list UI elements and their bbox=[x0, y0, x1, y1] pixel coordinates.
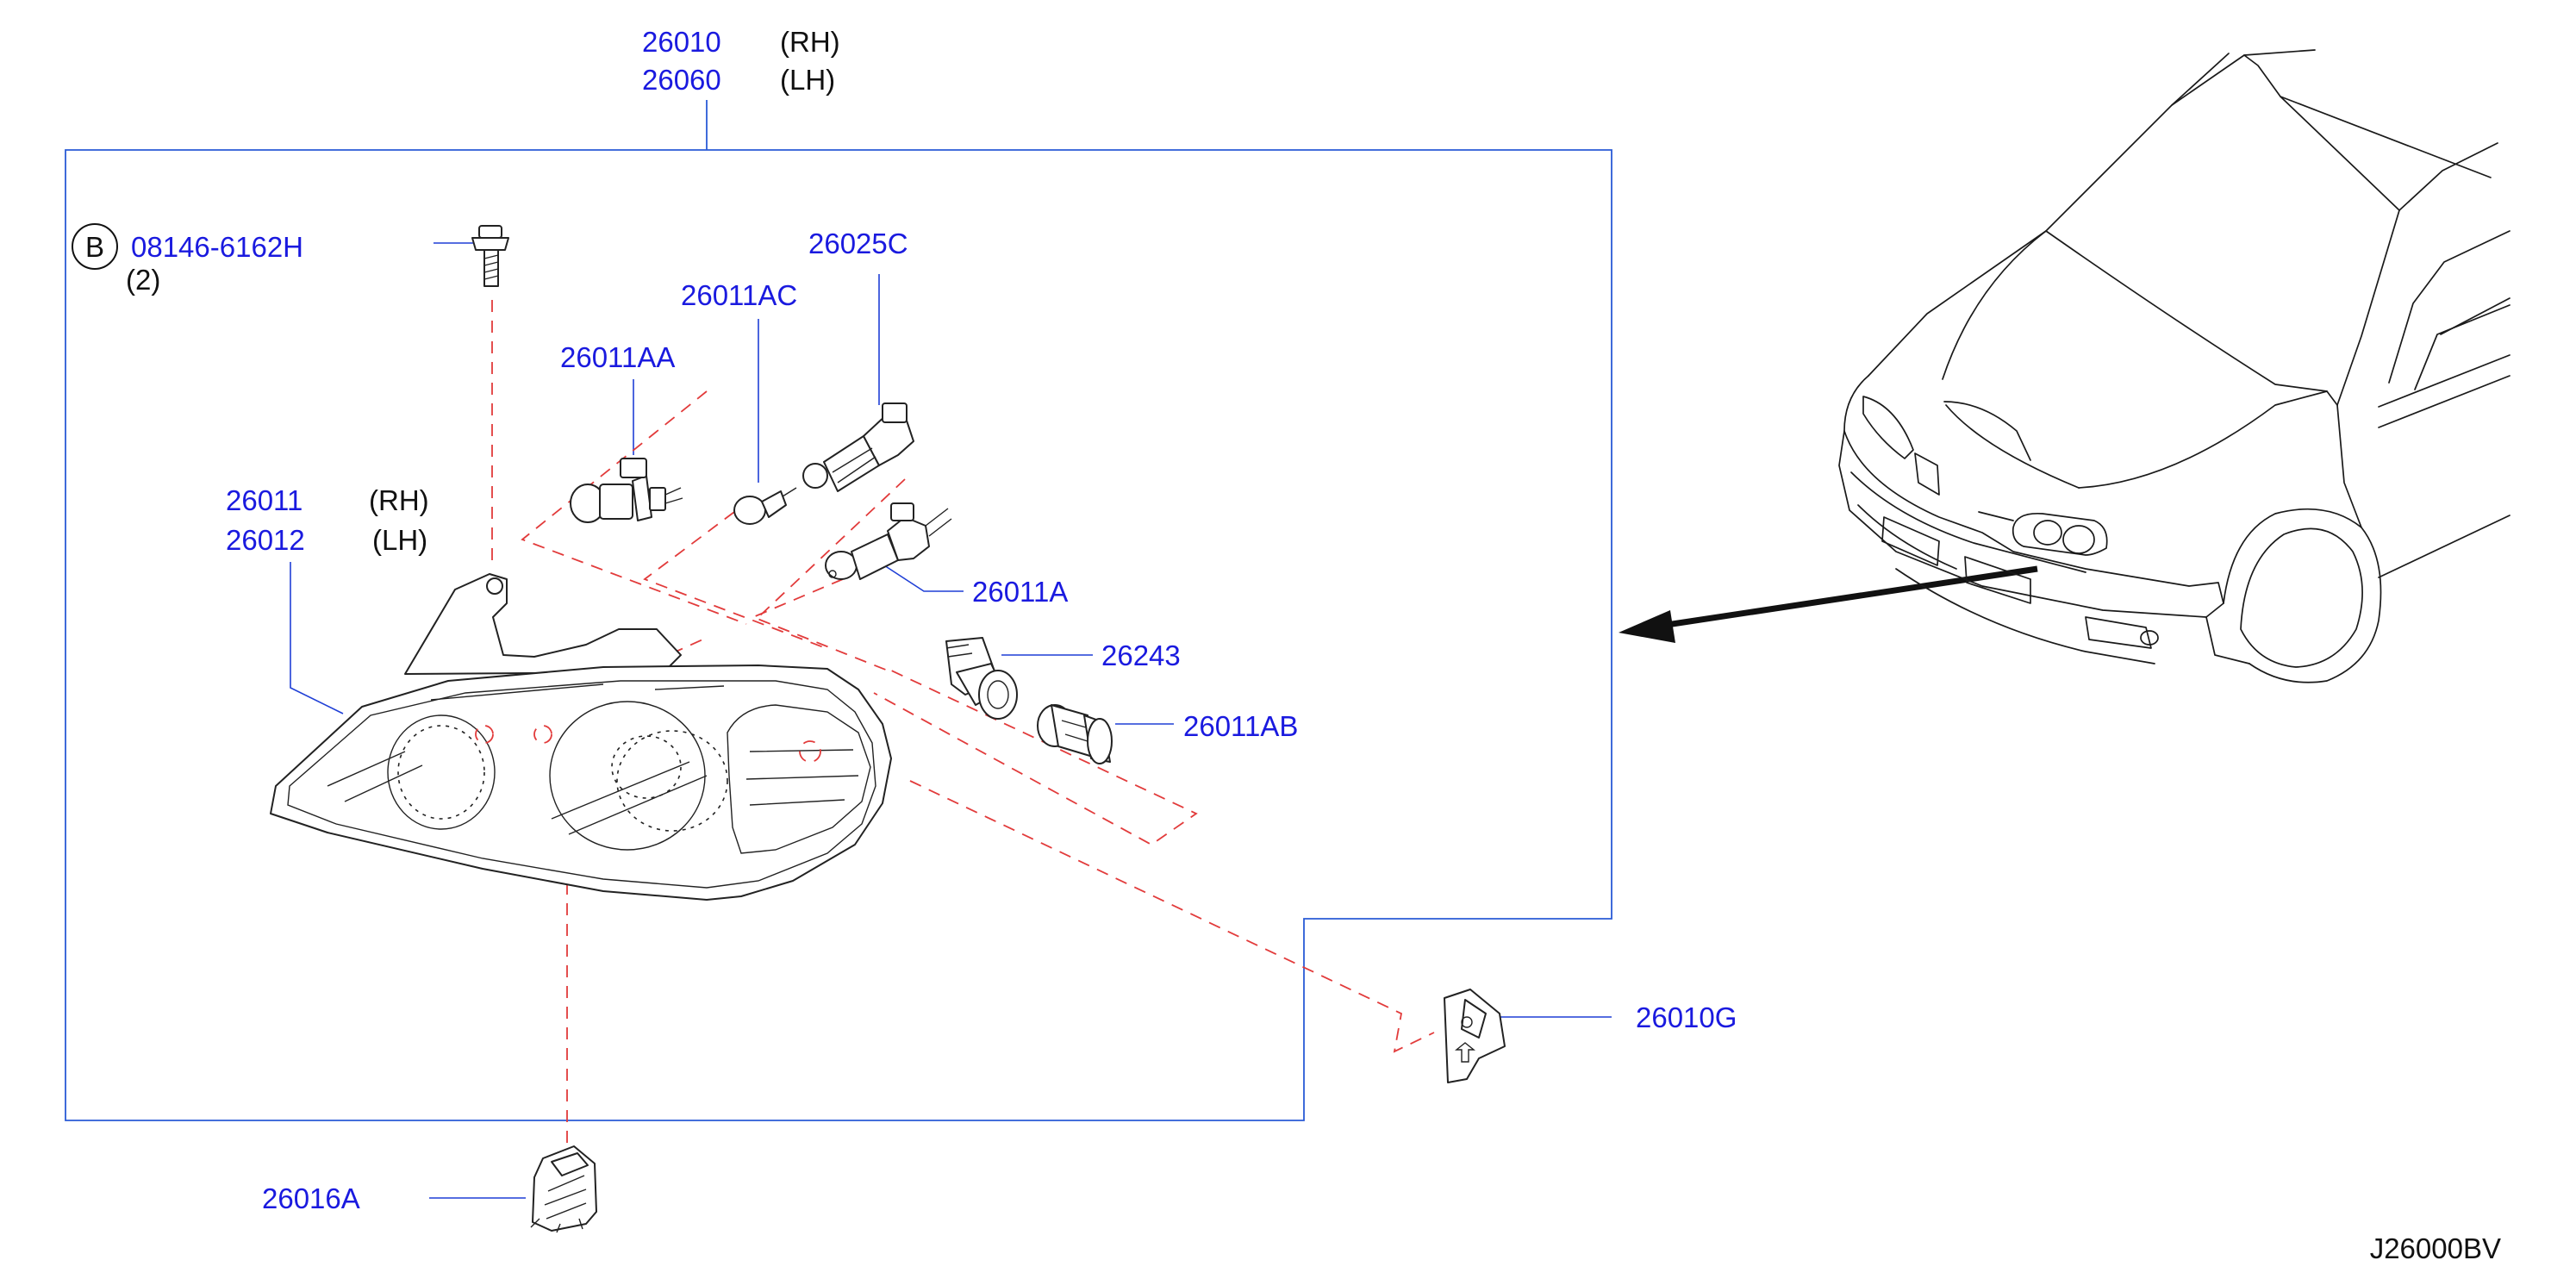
assembly-dashed-lines bbox=[482, 300, 1435, 1155]
bulb-aa-part[interactable]: 26011AA bbox=[560, 341, 675, 373]
housing-part-rh[interactable]: 26011 bbox=[226, 484, 303, 516]
bulb-ab-part[interactable]: 26011AB bbox=[1183, 710, 1298, 742]
label-housing: 26011 (RH) 26012 (LH) bbox=[226, 484, 429, 714]
clip-a-part[interactable]: 26016A bbox=[262, 1182, 360, 1214]
socket-icon bbox=[945, 637, 1018, 720]
assembly-side-rh: (RH) bbox=[780, 26, 840, 58]
label-socket: 26243 bbox=[1001, 640, 1181, 671]
clip-g-part[interactable]: 26010G bbox=[1636, 1001, 1737, 1033]
diagram-code: J26000BV bbox=[2370, 1232, 2501, 1264]
assembly-part-rh[interactable]: 26010 bbox=[642, 26, 721, 58]
bulb-ac-part[interactable]: 26011AC bbox=[681, 279, 797, 311]
bolt-icon bbox=[471, 225, 509, 287]
bulb-a-part[interactable]: 26011A bbox=[972, 576, 1068, 608]
label-clip-g: 26010G bbox=[1498, 1001, 1737, 1033]
assembly-side-lh: (LH) bbox=[780, 64, 835, 96]
label-bulb-ac: 26011AC bbox=[681, 279, 797, 483]
bolt-qty: (2) bbox=[126, 264, 160, 296]
headlamp-housing-icon bbox=[270, 573, 892, 901]
assembly-frame bbox=[65, 100, 1612, 1121]
location-arrow bbox=[1619, 565, 2038, 643]
bolt-part[interactable]: 08146-6162H bbox=[131, 231, 303, 263]
label-bulb-ab: 26011AB bbox=[1115, 710, 1298, 742]
bulb-c-part[interactable]: 26025C bbox=[808, 228, 908, 259]
housing-part-lh[interactable]: 26012 bbox=[226, 524, 305, 556]
assembly-part-lh[interactable]: 26060 bbox=[642, 64, 721, 96]
bolt-badge: B bbox=[85, 231, 104, 263]
label-clip-a: 26016A bbox=[262, 1182, 526, 1214]
label-bulb-c: 26025C bbox=[808, 228, 908, 405]
label-bulb-a: 26011A bbox=[883, 565, 1068, 608]
bulb-a-icon bbox=[825, 502, 952, 580]
label-assembly: 26010 (RH) 26060 (LH) bbox=[642, 26, 840, 96]
housing-side-lh: (LH) bbox=[372, 524, 427, 556]
label-bolt: B 08146-6162H (2) bbox=[72, 223, 484, 296]
bulb-ab-icon bbox=[1037, 704, 1113, 764]
bolt-badge-circle bbox=[72, 223, 118, 270]
bulb-c-icon bbox=[802, 402, 914, 492]
car-illustration bbox=[1838, 49, 2511, 683]
bulb-aa-icon bbox=[570, 458, 683, 523]
bulb-ac-icon bbox=[733, 487, 797, 525]
housing-side-rh: (RH) bbox=[369, 484, 429, 516]
clip-g-icon bbox=[1444, 989, 1506, 1083]
label-bulb-aa: 26011AA bbox=[560, 341, 675, 455]
socket-part[interactable]: 26243 bbox=[1101, 640, 1181, 671]
clip-a-icon bbox=[530, 1145, 597, 1233]
